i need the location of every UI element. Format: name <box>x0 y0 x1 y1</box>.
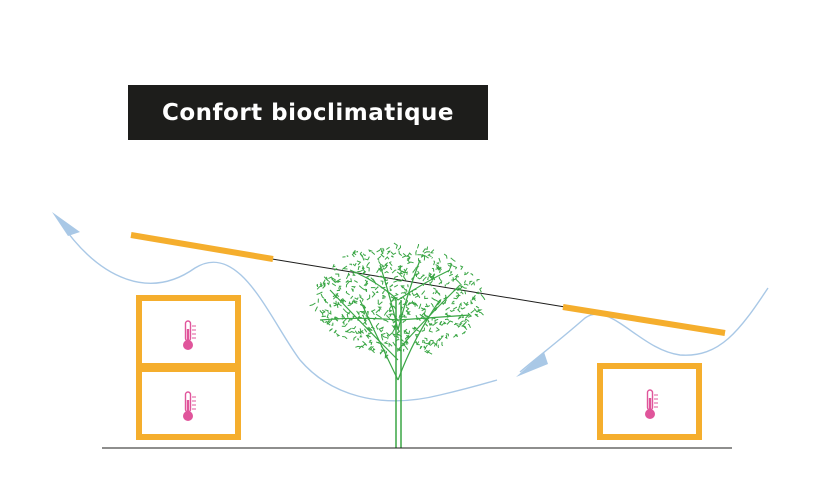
building-right <box>597 363 702 440</box>
airflow-curve-right <box>519 287 769 373</box>
building-left-lower <box>136 366 241 440</box>
title-banner: Confort bioclimatique <box>128 85 488 140</box>
thermometer-icon <box>183 320 196 350</box>
sun-line <box>271 258 566 308</box>
thermometer-icon <box>645 389 658 419</box>
arrow-head-icon <box>516 352 548 377</box>
thermometer-icon <box>183 391 196 421</box>
arrow-head-icon <box>52 212 80 236</box>
building-left <box>136 295 241 440</box>
airflow-curve <box>59 221 498 402</box>
tree-icon <box>309 242 486 448</box>
solar-panel-right <box>562 304 726 336</box>
solar-panel-left <box>130 232 274 262</box>
diagram-title: Confort bioclimatique <box>161 99 455 126</box>
